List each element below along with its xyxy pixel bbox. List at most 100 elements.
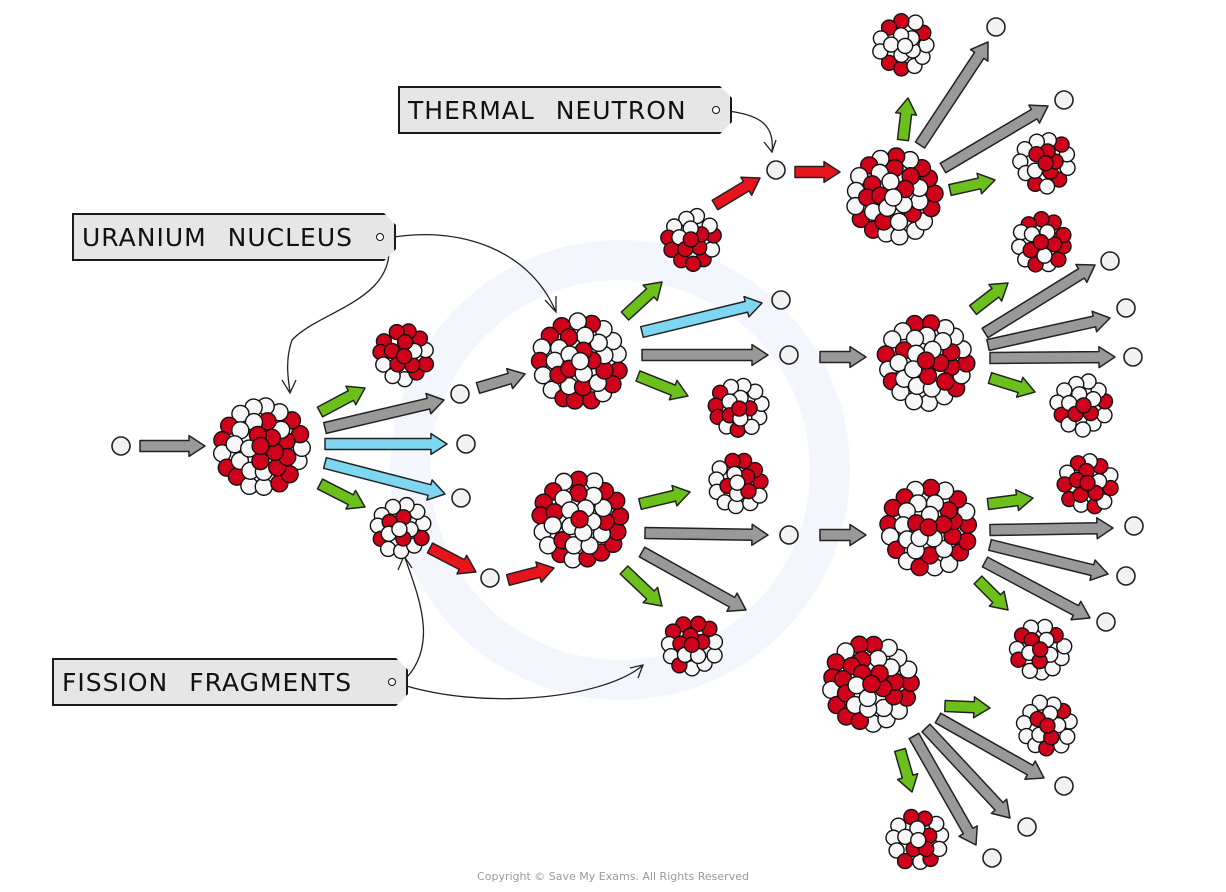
arrow-neutron-absorbed: [711, 176, 761, 211]
arrow-fragment: [944, 696, 991, 719]
proton: [919, 518, 938, 537]
arrow-neutron: [981, 263, 1096, 339]
arrow-neutron: [475, 367, 526, 395]
nucleon-neutron: [1038, 178, 1056, 195]
proton: [1032, 233, 1050, 251]
label-leader-lines: [281, 110, 777, 700]
arrow-neutron: [322, 392, 445, 435]
leader-arrowhead: [544, 296, 557, 314]
nucleon-neutron: [543, 516, 563, 535]
nucleon-neutron: [882, 36, 900, 53]
neutron: [1123, 347, 1143, 367]
fission-fragment: [708, 452, 769, 515]
nucleon-neutron: [391, 521, 408, 538]
proton: [826, 653, 846, 672]
arrow-fragment: [987, 371, 1036, 398]
fission-fragment: [1015, 694, 1078, 757]
proton: [570, 510, 589, 529]
arrows-layer: [139, 41, 1116, 846]
nucleon-neutron: [575, 326, 595, 345]
proton: [1079, 474, 1096, 492]
proton: [1075, 397, 1092, 414]
neutron: [1096, 612, 1116, 632]
nucleon-neutron: [1096, 406, 1113, 424]
fission-fragment: [707, 377, 770, 438]
arrow-neutron: [934, 712, 1045, 780]
neutron: [986, 17, 1006, 37]
leader-uranium-nucleus-a: [387, 234, 557, 313]
proton: [251, 451, 270, 471]
neutron: [982, 848, 1002, 868]
arrow-fragment: [986, 489, 1034, 512]
arrow-fragment: [948, 172, 996, 197]
arrow-neutron: [987, 538, 1109, 582]
label-uranium-nucleus: URANIUM NUCLEUS: [72, 213, 396, 261]
neutron: [456, 434, 476, 454]
leader-fission-fragments-a: [399, 557, 425, 685]
uranium-nucleus-gen1: [212, 397, 311, 496]
arrow-neutron: [989, 517, 1114, 540]
proton: [936, 372, 955, 391]
arrow-neutron: [908, 732, 978, 846]
fission-fragment: [369, 496, 432, 560]
arrow-neutron: [989, 345, 1116, 369]
leader-thermal-neutron: [727, 110, 773, 153]
uranium-nucleus-gen3: [822, 635, 920, 733]
watermark-logo: [390, 240, 850, 700]
arrow-fragment: [968, 282, 1009, 316]
nucleon-neutron: [889, 212, 909, 232]
proton: [1037, 155, 1054, 172]
proton: [921, 478, 941, 498]
nucleon-neutron: [896, 37, 914, 55]
arrow-fragment: [635, 370, 689, 401]
fission-fragment: [1049, 373, 1114, 438]
arrow-fragment: [894, 97, 918, 142]
incoming-neutron: [111, 436, 131, 456]
nucleon-neutron: [1056, 638, 1073, 655]
proton: [683, 636, 700, 654]
arrow-neutron: [914, 41, 989, 149]
proton: [893, 60, 910, 77]
nucleon-neutron: [729, 474, 746, 491]
fission-fragment: [1012, 132, 1076, 195]
neutron: [779, 345, 799, 365]
arrow-neutron: [986, 310, 1111, 352]
fission-fragment: [872, 12, 935, 77]
arrow-fragment: [619, 565, 663, 607]
label-uranium-nucleus-text: URANIUM NUCLEUS: [82, 222, 353, 252]
tag-hole-icon: [712, 106, 720, 114]
arrow-neutron-blue: [322, 456, 446, 501]
proton: [880, 19, 898, 36]
proton: [1039, 717, 1056, 734]
nuclei-layer: [212, 12, 1119, 871]
proton: [916, 351, 936, 370]
uranium-nucleus-gen2: [531, 470, 630, 569]
copyright-notice: Copyright © Save My Exams. All Rights Re…: [477, 870, 749, 883]
neutron: [450, 384, 470, 404]
proton: [417, 356, 435, 373]
neutron: [1116, 298, 1136, 318]
label-thermal-neutron-text: THERMAL NEUTRON: [408, 95, 687, 125]
nucleon-neutron: [743, 418, 760, 435]
arrow-fragment: [637, 484, 691, 511]
arrow-neutron: [641, 343, 769, 367]
thermal-neutron: [766, 160, 786, 180]
fission-fragment: [1008, 618, 1073, 681]
fission-fragment: [885, 808, 950, 871]
arrow-fragment: [620, 281, 663, 321]
arrow-neutron: [638, 546, 747, 613]
nucleon-neutron: [1021, 662, 1039, 680]
neutron: [1017, 817, 1037, 837]
proton: [682, 231, 700, 248]
arrow-neutron: [819, 345, 867, 369]
arrow-neutron: [644, 523, 769, 546]
nucleon-neutron: [904, 360, 923, 379]
proton: [740, 483, 757, 500]
nucleon-neutron: [884, 188, 903, 207]
label-fission-fragments: FISSION FRAGMENTS: [52, 658, 408, 706]
uranium-nucleus-gen3: [876, 314, 976, 412]
label-thermal-neutron: THERMAL NEUTRON: [398, 86, 732, 134]
arrow-neutron: [921, 723, 1011, 819]
neutron: [1054, 90, 1074, 110]
